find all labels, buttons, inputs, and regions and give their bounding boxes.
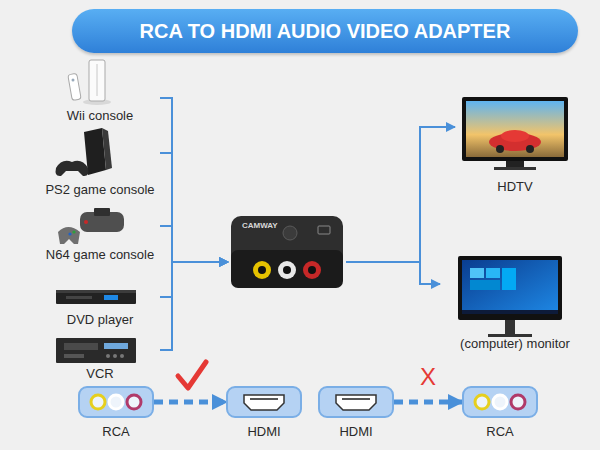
node-caption: (computer) monitor [460,337,570,351]
caption-row: RCA [462,422,538,440]
connector-arrow [346,262,440,284]
monitor-picture [458,256,562,337]
connector-arrow [346,127,455,262]
port-box: HDMI [318,386,394,440]
caption-row: RCA [78,422,154,440]
connector-arrow [160,153,228,262]
port-box: RCA [462,386,538,440]
adapter-box: CAMWAY [228,212,346,292]
node-caption: DVD player [67,313,133,327]
wii-console-picture [68,60,111,105]
caption-row: DVD player [40,310,160,328]
check-mark [178,362,206,388]
connector-arrow [160,98,228,262]
port-box: HDMI [226,386,302,440]
connector-arrow [154,400,226,405]
caption-row: N64 game console [40,245,160,263]
device-node: Wii console [40,58,160,124]
connector-arrow [160,262,228,297]
connector-arrow [160,262,228,350]
device-node: N64 game console [40,208,160,263]
hdmi-shape [226,386,302,418]
rca-shape [78,386,154,418]
device-node: VCR [40,336,160,382]
edge-label: X [420,364,436,390]
hdmi-shape [318,386,394,418]
connector-arrow [160,226,228,262]
caption-row: PS2 game console [40,180,160,198]
vcr-picture [56,338,136,363]
dvd-player-picture [56,290,136,304]
brand-logo: CAMWAY [242,221,278,230]
n64-console-picture [58,208,124,244]
ps2-console-picture [56,128,112,176]
device-node: PS2 game console [40,128,160,198]
port-box: RCA [78,386,154,440]
caption-row: HDMI [226,422,302,440]
node-caption: Wii console [67,109,133,123]
hdtv-picture [462,97,568,170]
display-node: (computer) monitor [440,252,590,352]
node-caption: HDMI [339,425,372,439]
device-node: DVD player [40,283,160,328]
node-caption: RCA [102,425,129,439]
display-node: HDTV [455,95,575,195]
caption-row: (computer) monitor [440,334,590,352]
caption-row: Wii console [40,106,160,124]
node-caption: PS2 game console [45,183,154,197]
node-caption: HDTV [497,180,532,194]
title-banner: RCA TO HDMI AUDIO VIDEO ADAPTER [72,9,578,53]
node-caption: VCR [86,367,113,381]
caption-row: HDMI [318,422,394,440]
rca-shape [462,386,538,418]
caption-row: VCR [40,364,160,382]
caption-row: HDTV [455,177,575,195]
connector-arrow [394,400,462,405]
node-caption: N64 game console [46,248,154,262]
node-caption: RCA [486,425,513,439]
node-caption: HDMI [247,425,280,439]
